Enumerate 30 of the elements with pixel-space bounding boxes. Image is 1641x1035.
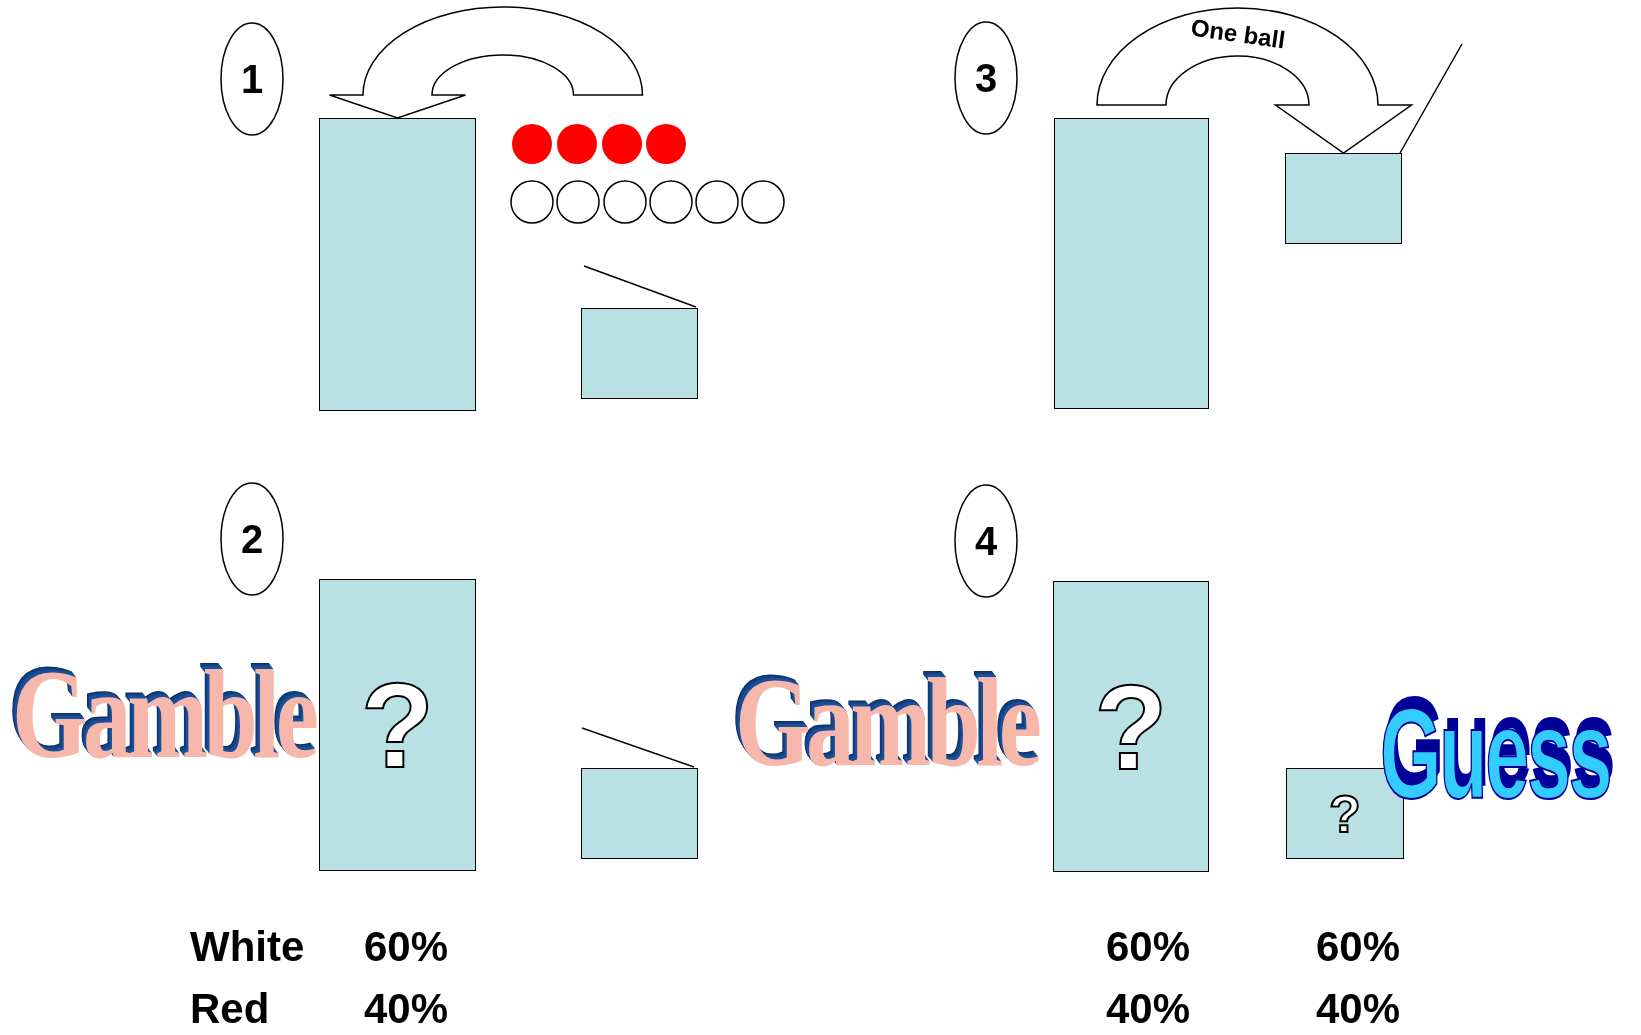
question-mark: ?: [1094, 666, 1168, 787]
step-number: 4: [974, 518, 998, 564]
question-mark: ?: [1329, 787, 1361, 840]
step-ellipse: [220, 22, 284, 136]
word-art-text: Gamble: [735, 658, 1038, 786]
percentage-text: 60%: [1316, 926, 1401, 968]
percentage-text: 40%: [1106, 988, 1191, 1030]
percentage-text: 40%: [364, 988, 449, 1030]
step-ellipse: [220, 482, 284, 596]
step-number: 3: [974, 55, 998, 101]
edge-label: One ball: [1188, 15, 1287, 53]
container-box: [319, 118, 476, 411]
percentage-text: 60%: [364, 926, 449, 968]
question-mark: ?: [360, 665, 435, 785]
container-box: [1054, 118, 1209, 409]
container-box: [319, 579, 476, 871]
color-name: Red: [190, 988, 270, 1030]
step-number: 1: [240, 56, 264, 102]
container-box: [581, 308, 698, 399]
container-box: [1053, 581, 1209, 872]
percentage-text: 60%: [1106, 926, 1191, 968]
color-name: White: [190, 926, 305, 968]
percentage-text: 40%: [1316, 988, 1401, 1030]
step-ellipse: [954, 484, 1018, 598]
word-art-text: Guess: [1380, 690, 1611, 818]
step-number: 2: [240, 516, 264, 562]
container-box: [581, 768, 698, 859]
word-art-text: Gamble: [12, 650, 315, 778]
step-ellipse: [954, 21, 1018, 135]
container-box: [1285, 153, 1402, 244]
